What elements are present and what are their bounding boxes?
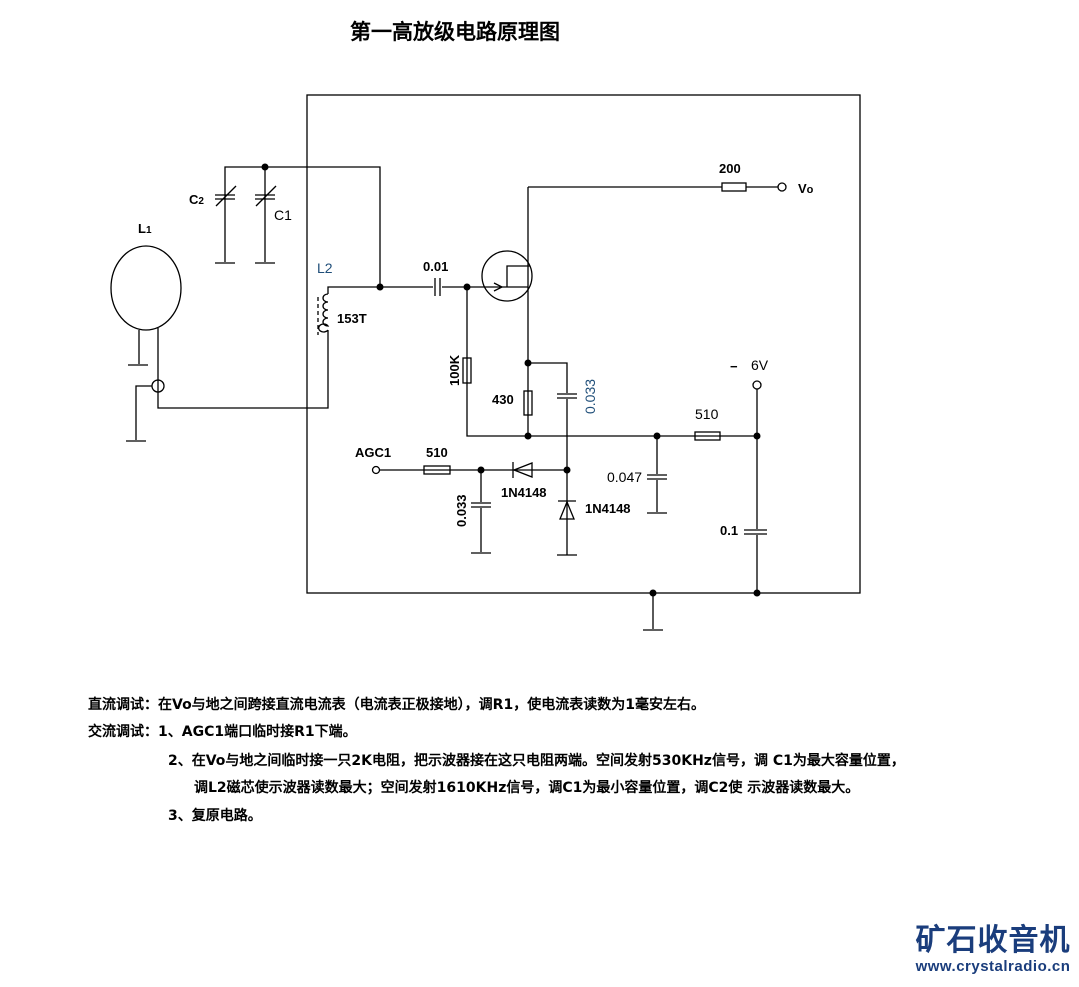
site-logo: 矿石收音机 www.crystalradio.cn	[912, 923, 1074, 976]
diagram-title: 第一高放级电路原理图	[350, 20, 560, 44]
supply-network	[643, 380, 769, 631]
output-resistor-label: 200	[719, 161, 741, 176]
supply-voltage-label: 6V	[751, 357, 769, 373]
agc-resistor-label: 510	[426, 445, 448, 460]
supply-sign: −	[730, 359, 738, 374]
note-ac-step2b: 调L2磁芯使示波器读数最大；空间发射1610KHz信号，调C1为最小容量位置，调…	[194, 780, 860, 796]
logo-url: www.crystalradio.cn	[915, 958, 1071, 975]
bypass-cap-label: 0.033	[582, 379, 598, 414]
l1-label: L1	[138, 221, 152, 236]
coupling-cap-label: 0.01	[423, 259, 448, 274]
note-ac-step2a: 2、在Vo与地之间临时接一只2K电阻，把示波器接在这只电阻两端。空间发射530K…	[168, 753, 905, 769]
supply-resistor-label: 510	[695, 406, 719, 422]
source-network	[523, 359, 578, 555]
note-dc-test: 直流调试：在Vo与地之间跨接直流电流表（电流表正极接地），调R1，使电流表读数为…	[88, 697, 705, 713]
note-ac-step3: 3、复原电路。	[168, 808, 262, 824]
agc-label: AGC1	[355, 445, 391, 460]
agc-network	[371, 462, 577, 556]
jfet-transistor	[467, 182, 787, 436]
vo-label: Vo	[798, 181, 814, 196]
tuning-capacitors	[215, 163, 381, 287]
gate-resistor-label: 100K	[447, 354, 462, 386]
diode2-label: 1N4148	[585, 501, 631, 516]
c1-label: C1	[274, 207, 292, 223]
loop-antenna-l1	[110, 245, 329, 442]
l2-turns-label: 153T	[337, 311, 367, 326]
agc-cap-label: 0.033	[454, 494, 469, 527]
filter-cap-label: 0.047	[607, 469, 642, 485]
coupling-capacitor	[433, 278, 471, 296]
supply-cap-label: 0.1	[720, 523, 738, 538]
note-ac-step1: 交流调试：1、AGC1端口临时接R1下端。	[88, 724, 357, 740]
logo-text: 矿石收音机	[915, 923, 1071, 958]
board-outline	[306, 94, 861, 594]
source-resistor-label: 430	[492, 392, 514, 407]
diode1-label: 1N4148	[501, 485, 547, 500]
coil-l2	[317, 283, 467, 337]
l2-label: L2	[317, 260, 333, 276]
c2-label: C2	[189, 192, 204, 207]
